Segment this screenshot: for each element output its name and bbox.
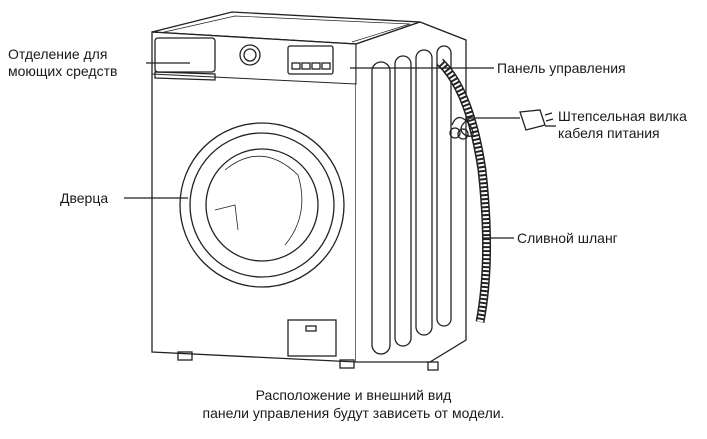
- plug-icon: [519, 109, 546, 131]
- power-cable: [451, 116, 520, 137]
- caption-line2: панели управления будут зависеть от моде…: [202, 405, 505, 421]
- program-knob: [239, 44, 261, 66]
- door: [179, 122, 345, 288]
- caption-line1: Расположение и внешний вид: [255, 387, 452, 403]
- filter-hatch: [287, 319, 337, 357]
- display: [287, 45, 334, 75]
- detergent-drawer: [154, 37, 216, 73]
- machine-front: [151, 31, 357, 363]
- label-plug-line2: кабеля питания: [558, 125, 660, 141]
- label-power-plug: Штепсельная вилка кабеля питания: [558, 108, 687, 142]
- label-detergent-line2: моющих средств: [8, 63, 118, 79]
- label-drain-hose: Сливной шланг: [517, 230, 618, 246]
- label-detergent-compartment: Отделение для моющих средств: [8, 46, 117, 80]
- label-detergent-line1: Отделение для: [8, 46, 108, 62]
- control-panel: [151, 31, 357, 85]
- label-control-panel: Панель управления: [497, 60, 626, 76]
- label-plug-line1: Штепсельная вилка: [558, 108, 687, 124]
- label-door: Дверца: [60, 190, 109, 206]
